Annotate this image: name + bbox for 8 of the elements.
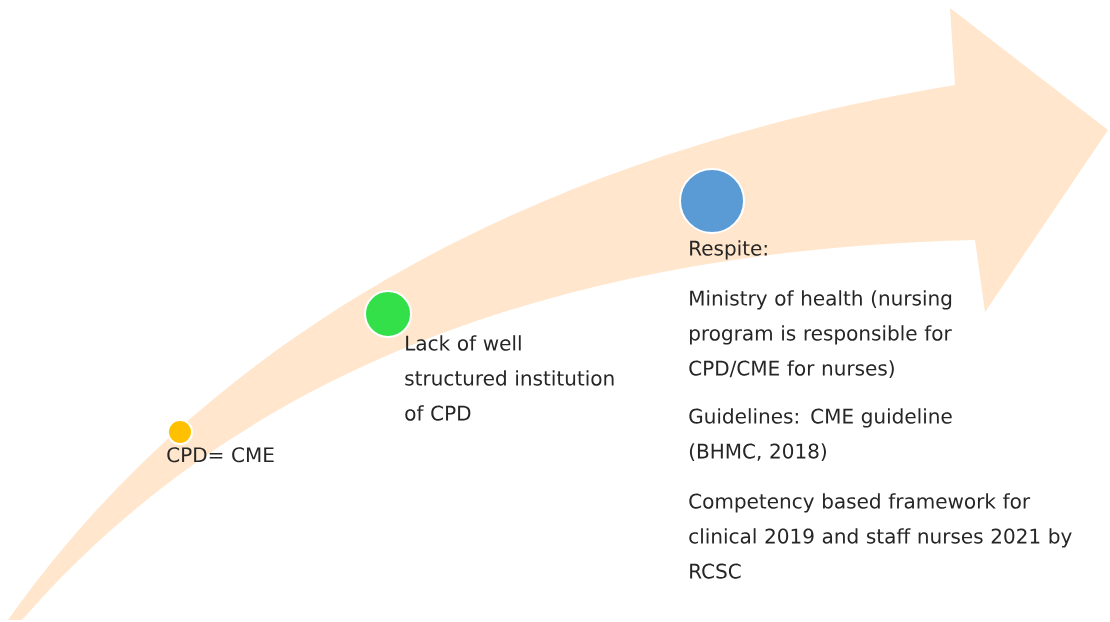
caption-text: CPD= CME	[167, 447, 274, 463]
circle-marker	[679, 168, 745, 234]
caption-text: Lack of well structured institution of CPD	[405, 335, 614, 421]
caption-text: Respite:	[690, 240, 767, 260]
circle-marker	[167, 419, 193, 445]
caption-text: Guidelines: CME guideline (BHMC, 2018)	[689, 408, 952, 462]
caption-text: Competency based framework for clinical 2019 and staff nurses 2021 by RCSC	[689, 493, 1072, 579]
caption-text: Ministry of health (nursing program is responsible for CPD/CME for nurses)	[689, 290, 952, 379]
